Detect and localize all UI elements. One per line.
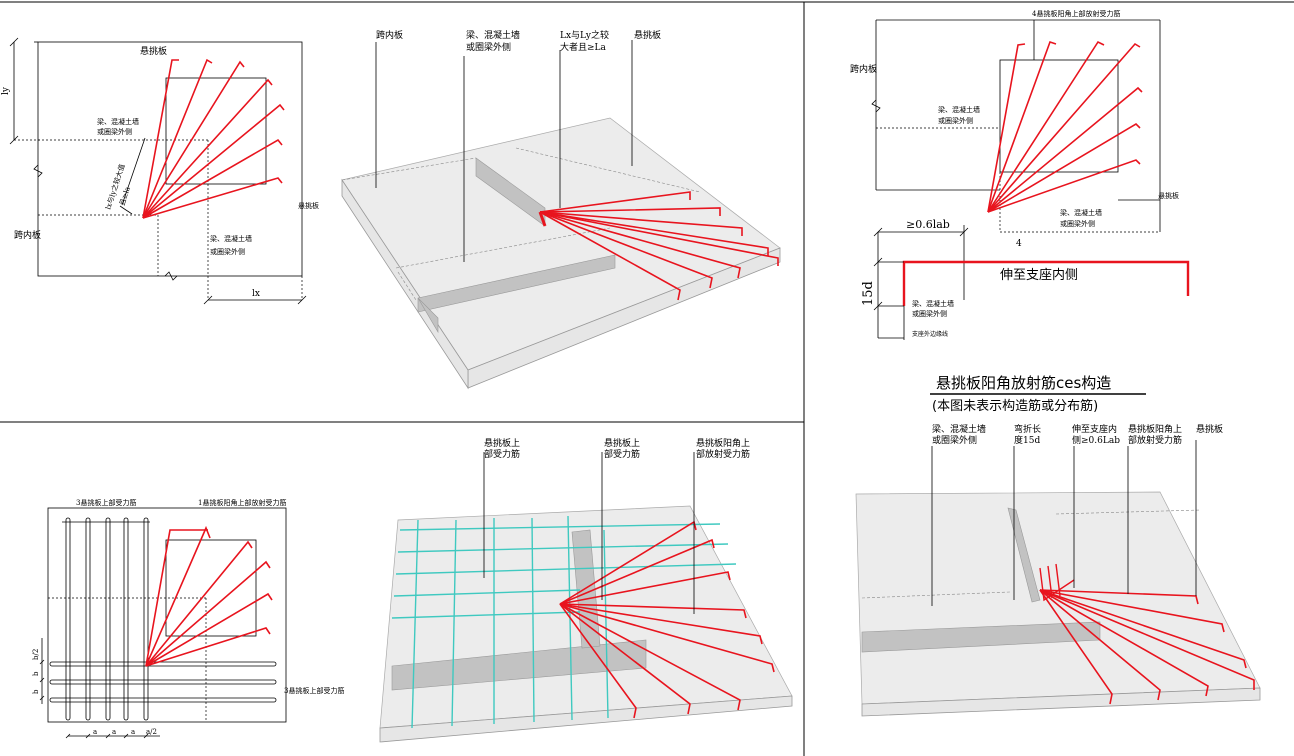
br-extend: 伸至支座内	[1072, 423, 1117, 435]
tr-num4: 4	[1016, 239, 1022, 249]
radial-bars-br	[1039, 563, 1255, 705]
br-cantilever: 悬挑板	[1196, 423, 1223, 435]
bl-bars3-right: 3悬挑板上部受力筋	[284, 686, 344, 695]
br-beam-wall: 梁、混凝土墙	[932, 423, 986, 435]
bm-c1: 悬挑板上	[484, 437, 520, 449]
horizontal-bars	[49, 661, 277, 703]
bm-c2: 悬挑板上	[604, 437, 640, 449]
top-mid-3d: 跨内板 梁、混凝土墙 或圈梁外侧 Lx与Ly之较 大者且≥La 悬挑板	[341, 29, 781, 390]
tr-beam-wall-2: 梁、混凝土墙	[1060, 208, 1102, 217]
tr-dim-15d: 15d	[861, 281, 876, 306]
tr-beam-wall: 梁、混凝土墙	[938, 105, 980, 114]
bottom-left-plan: 3悬挑板上部受力筋 1悬挑板阳角上部放射受力筋 3悬挑板上部受力筋 b/2 b …	[32, 498, 344, 739]
radial-bars-bl	[145, 525, 273, 667]
br-beam-wall-b: 或圈梁外侧	[932, 434, 977, 446]
top-right-section: 4悬挑板阳角上部放射受力筋 跨内板 梁、混凝土墙 或圈梁外侧 悬挑板 梁、混凝土…	[850, 9, 1190, 414]
radial-bars-tr	[987, 40, 1143, 213]
bl-b2: b	[32, 689, 40, 694]
ly-label: ly	[1, 86, 11, 95]
15d-bar	[902, 260, 1190, 306]
vertical-bars	[65, 517, 149, 721]
tr-beam-wall-b: 或圈梁外侧	[938, 116, 973, 125]
lx-label: lx	[252, 289, 260, 299]
bl-a-half: a/2	[146, 728, 157, 736]
tr-dim-06lab: ≥0.6lab	[906, 218, 950, 231]
tl-cantilever-right: 悬挑板	[298, 201, 319, 210]
bottom-right-3d: 梁、混凝土墙 或圈梁外侧 弯折长 度15d 伸至支座内 侧≥0.6Lab 悬挑板…	[855, 423, 1261, 717]
tm-interior-slab: 跨内板	[376, 29, 403, 41]
br-radial: 悬挑板阳角上	[1128, 423, 1182, 435]
bl-a1: a	[93, 728, 97, 736]
top-left-plan: ly lx 悬挑板 梁、混凝土墙 或圈梁外侧 lx与ly之较大	[1, 37, 319, 305]
page-subtitle: (本图未表示构造筋或分布筋)	[932, 398, 1098, 414]
bm-c1b: 部受力筋	[484, 448, 520, 460]
tr-extend-to-support: 伸至支座内侧	[1000, 267, 1078, 283]
bl-a2: a	[112, 728, 116, 736]
br-radial-b: 部放射受力筋	[1128, 434, 1182, 446]
tr-beam-wall-2b: 或圈梁外侧	[1060, 219, 1095, 228]
bm-c3: 悬挑板阳角上	[696, 437, 750, 449]
bl-bars3-top: 3悬挑板上部受力筋	[76, 498, 136, 507]
tr-interior-slab: 跨内板	[850, 63, 877, 75]
tl-cantilever-label: 悬挑板	[140, 45, 167, 57]
br-bend-b: 度15d	[1014, 434, 1040, 446]
bl-b1: b	[32, 671, 40, 676]
page-title: 悬挑板阳角放射筋ces构造	[936, 374, 1111, 392]
tl-beam-wall-1b: 或圈梁外侧	[97, 127, 132, 136]
bl-b-half: b/2	[32, 649, 40, 660]
bl-bars1-radial: 1悬挑板阳角上部放射受力筋	[198, 498, 286, 507]
tl-beam-wall-2: 梁、混凝土墙	[210, 234, 252, 243]
bottom-mid-3d: 悬挑板上 部受力筋 悬挑板上 部受力筋 悬挑板阳角上 部放射受力筋	[379, 437, 793, 743]
tl-beam-wall-1: 梁、混凝土墙	[97, 117, 139, 126]
tl-interior-slab: 跨内板	[14, 229, 41, 241]
distribution-grid	[391, 515, 737, 729]
tm-lx-ly: Lx与Ly之较	[560, 29, 609, 41]
tm-cantilever: 悬挑板	[634, 29, 661, 41]
bm-c2b: 部受力筋	[604, 448, 640, 460]
tm-lx-ly-b: 大者且≥La	[560, 41, 607, 53]
tm-beam-wall: 梁、混凝土墙	[466, 29, 520, 41]
tr-support-edge: 支座外边缘线	[912, 330, 948, 338]
bl-a3: a	[131, 728, 135, 736]
tr-radial-bars: 4悬挑板阳角上部放射受力筋	[1032, 9, 1120, 18]
br-extend-b: 侧≥0.6Lab	[1072, 434, 1120, 446]
tr-beam-wall-3: 梁、混凝土墙	[912, 299, 954, 308]
tm-beam-wall-b: 或圈梁外侧	[466, 41, 511, 53]
tl-condition-b: 且≥la	[118, 186, 132, 207]
radial-bars-tm	[538, 191, 779, 301]
tr-cantilever: 悬挑板	[1158, 191, 1179, 200]
tr-beam-wall-3b: 或圈梁外侧	[912, 309, 947, 318]
bm-c3b: 部放射受力筋	[696, 448, 750, 460]
tl-beam-wall-2b: 或圈梁外侧	[210, 247, 245, 256]
br-bend: 弯折长	[1014, 423, 1041, 435]
radial-bars-tl	[142, 58, 285, 219]
